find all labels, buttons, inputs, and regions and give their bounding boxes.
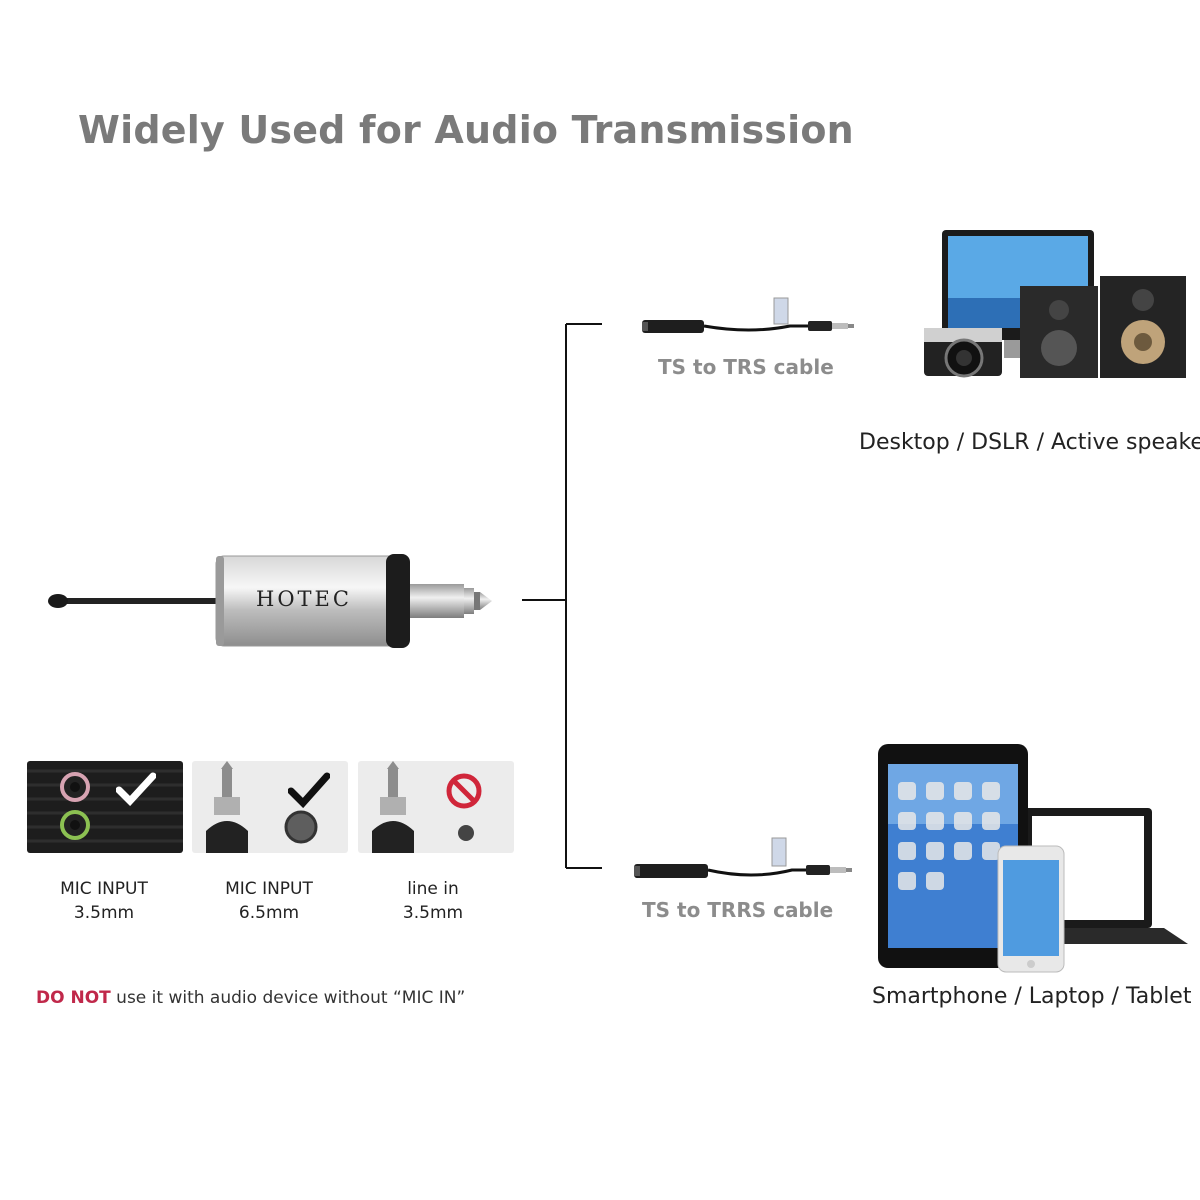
port-panel-line-in — [358, 761, 514, 853]
device-label-desktop: Desktop / DSLR / Active speaker — [859, 430, 1200, 455]
page-title: Widely Used for Audio Transmission — [78, 108, 854, 152]
port-panel-mic-6-5 — [192, 761, 348, 853]
port-label-line1: line in — [407, 879, 459, 899]
ts-to-trrs-cable-image — [632, 836, 862, 886]
smartphone-laptop-tablet-image — [874, 742, 1194, 977]
port-label-line2: 6.5mm — [238, 903, 300, 923]
prohibited-icon — [445, 772, 483, 810]
port-label-line1: MIC INPUT — [60, 879, 148, 899]
check-icon — [116, 772, 156, 806]
port-label: line in 3.5mm — [353, 877, 513, 925]
port-label-line2: 3.5mm — [402, 903, 464, 923]
warning-rest: use it with audio device without “MIC IN… — [110, 988, 466, 1008]
cable-label-trs: TS to TRS cable — [658, 355, 834, 379]
port-panel-mic-3-5 — [27, 761, 183, 853]
desktop-dslr-speaker-image — [920, 228, 1190, 383]
port-label: MIC INPUT 6.5mm — [189, 877, 349, 925]
warning-strong: DO NOT — [36, 988, 111, 1008]
port-label: MIC INPUT 3.5mm — [24, 877, 184, 925]
ts-to-trs-cable-image — [640, 296, 860, 344]
port-label-line1: MIC INPUT — [225, 879, 313, 899]
device-label-smartphone: Smartphone / Laptop / Tablet — [872, 984, 1192, 1009]
check-icon — [288, 772, 330, 808]
port-label-line2: 3.5mm — [73, 903, 135, 923]
transmitter-image — [44, 548, 504, 658]
warning-text: DO NOT use it with audio device without … — [36, 988, 465, 1008]
cable-label-trrs: TS to TRRS cable — [642, 898, 834, 922]
brand-label: HOTEC — [256, 587, 352, 611]
